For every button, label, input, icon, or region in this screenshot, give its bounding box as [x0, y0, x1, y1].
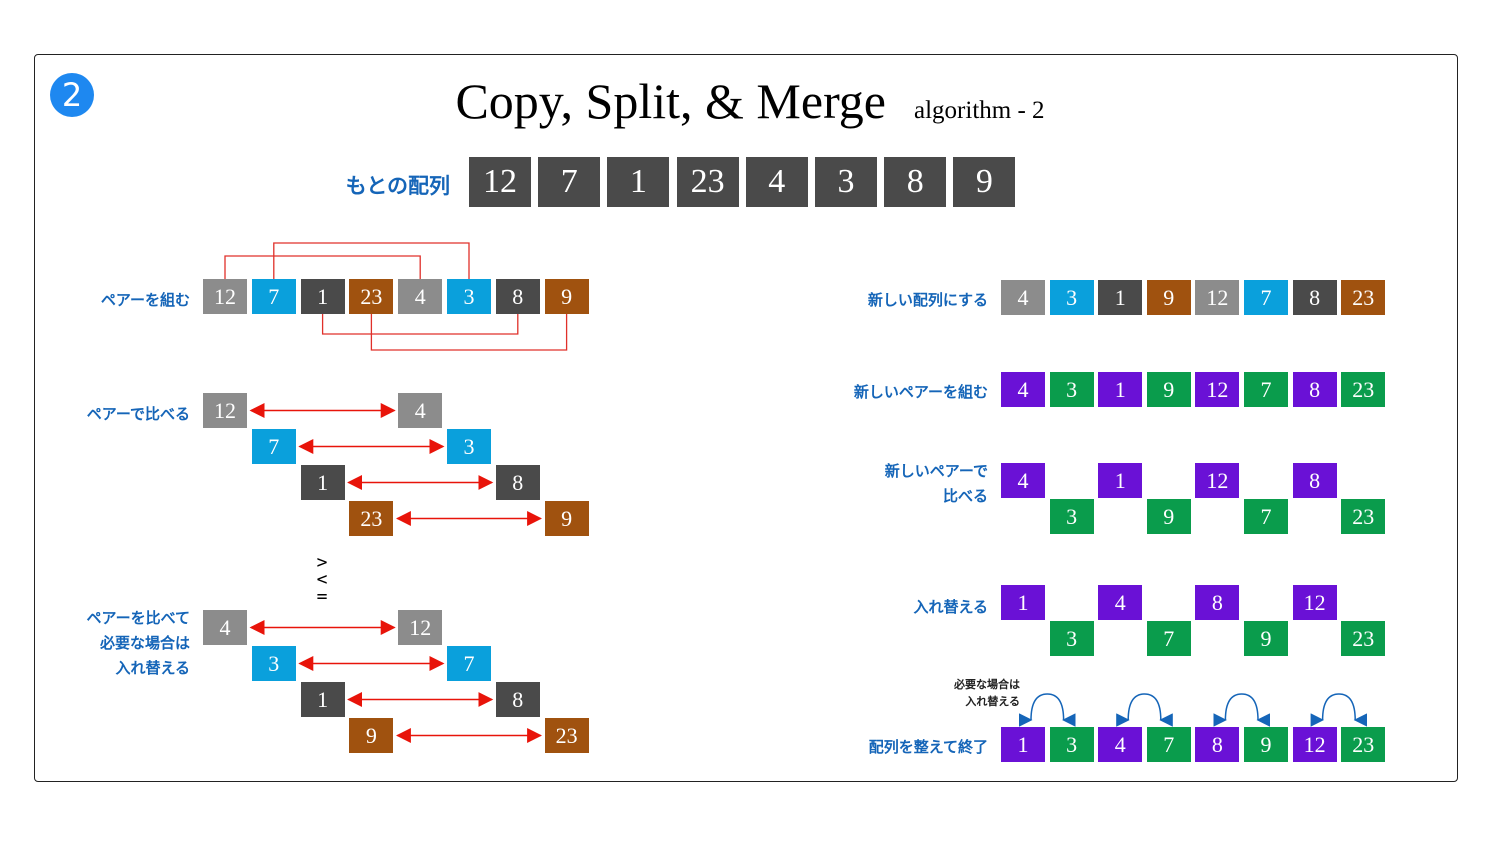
final-array-cell: 23 — [1341, 727, 1386, 762]
compare-left-cell: 7 — [251, 429, 296, 464]
new-pair-cell: 7 — [1244, 372, 1288, 407]
swap-curve-arrow — [1018, 693, 1076, 727]
new-pair-cell: 12 — [1195, 372, 1240, 407]
pair-array-cell: 1 — [300, 279, 345, 314]
swapped-cell: 9 — [1244, 621, 1288, 656]
compare-new-pair-cell: 8 — [1292, 463, 1337, 498]
pair-array-cell: 7 — [251, 279, 296, 314]
final-array-cell: 9 — [1244, 727, 1288, 762]
pair-array-cell: 12 — [203, 279, 247, 314]
label-swap-if-needed-note: 必要な場合は 入れ替える — [954, 678, 1020, 708]
label-new-array: 新しい配列にする — [867, 291, 988, 309]
new-pair-cell: 3 — [1049, 372, 1094, 407]
swap-left-cell: 4 — [203, 610, 247, 645]
compare-new-pair-cell: 1 — [1098, 463, 1143, 498]
label-compare-pairs: ペアーで比べる — [86, 405, 190, 423]
pair-array-cell: 8 — [495, 279, 540, 314]
compare-left-cell: 23 — [349, 501, 394, 536]
new-array-cell: 4 — [1001, 280, 1045, 315]
label-arrange-and-finish: 配列を整えて終了 — [868, 738, 988, 756]
swap-right-cell: 8 — [495, 682, 540, 717]
pair-connector-line — [273, 242, 470, 279]
swapped-cell: 23 — [1341, 621, 1386, 656]
final-array-cell: 1 — [1001, 727, 1045, 762]
new-pair-cell: 9 — [1146, 372, 1191, 407]
swapped-cell: 7 — [1146, 621, 1191, 656]
new-array-cell: 12 — [1195, 280, 1240, 315]
final-array-cell: 3 — [1049, 727, 1094, 762]
swap-right-cell: 7 — [447, 646, 491, 681]
new-array-cell: 8 — [1292, 280, 1337, 315]
page-subtitle: algorithm - 2 — [914, 97, 1045, 124]
new-pair-cell: 1 — [1098, 372, 1143, 407]
original-array-cell: 4 — [745, 157, 808, 207]
final-array-cell: 7 — [1146, 727, 1191, 762]
final-array-cell: 4 — [1098, 727, 1143, 762]
title-block: Copy, Split, & Merge algorithm - 2 — [0, 72, 1500, 130]
new-array-cell: 1 — [1098, 280, 1143, 315]
new-pair-cell: 8 — [1292, 372, 1337, 407]
swapped-cell: 3 — [1049, 621, 1094, 656]
compare-right-cell: 9 — [544, 501, 589, 536]
pair-connector-line — [224, 255, 421, 279]
compare-right-cell: 4 — [398, 393, 443, 428]
new-array-cell: 23 — [1341, 280, 1386, 315]
compare-new-pair-cell: 23 — [1341, 499, 1386, 534]
compare-new-pair-cell: 9 — [1146, 499, 1191, 534]
compare-left-cell: 12 — [203, 393, 247, 428]
original-array-cell: 1 — [607, 157, 670, 207]
pair-array-cell: 3 — [447, 279, 491, 314]
original-array-cell: 12 — [469, 157, 531, 207]
original-array-cell: 7 — [538, 157, 601, 207]
compare-new-pair-cell: 7 — [1244, 499, 1288, 534]
swap-curve-arrow — [1310, 693, 1368, 727]
swap-left-cell: 3 — [251, 646, 296, 681]
compare-new-pair-cell: 12 — [1195, 463, 1240, 498]
compare-new-pair-cell: 4 — [1001, 463, 1045, 498]
swapped-cell: 8 — [1195, 585, 1240, 620]
new-array-cell: 3 — [1049, 280, 1094, 315]
original-array-cell: 8 — [884, 157, 947, 207]
swap-right-cell: 23 — [544, 718, 589, 753]
step-number-badge: 2 — [50, 73, 94, 117]
pair-connector-line — [370, 314, 568, 351]
original-array-cell: 9 — [953, 157, 1016, 207]
final-array-cell: 8 — [1195, 727, 1240, 762]
swapped-cell: 1 — [1001, 585, 1045, 620]
compare-new-pair-cell: 3 — [1049, 499, 1094, 534]
label-swap: 入れ替える — [913, 598, 988, 616]
label-compare-new-pairs: 新しいペアーで 比べる — [884, 462, 988, 505]
page-title: Copy, Split, & Merge — [455, 73, 887, 129]
original-array-cell: 3 — [815, 157, 877, 207]
label-original-array: もとの配列 — [345, 174, 450, 198]
label-make-pairs: ペアーを組む — [100, 291, 190, 309]
swap-left-cell: 9 — [349, 718, 394, 753]
compare-right-cell: 8 — [495, 465, 540, 500]
pair-array-cell: 9 — [544, 279, 589, 314]
label-compare-and-swap: ペアーを比べて 必要な場合は 入れ替える — [86, 609, 190, 677]
new-pair-cell: 23 — [1341, 372, 1386, 407]
new-array-cell: 7 — [1244, 280, 1288, 315]
final-array-cell: 12 — [1292, 727, 1337, 762]
compare-right-cell: 3 — [447, 429, 491, 464]
pair-array-cell: 23 — [349, 279, 394, 314]
new-pair-cell: 4 — [1001, 372, 1045, 407]
original-array-cell: 23 — [676, 157, 739, 207]
swap-right-cell: 12 — [398, 610, 443, 645]
swap-left-cell: 1 — [300, 682, 345, 717]
new-array-cell: 9 — [1146, 280, 1191, 315]
swapped-cell: 12 — [1292, 585, 1337, 620]
swap-curve-arrow — [1213, 693, 1271, 727]
swap-curve-arrow — [1116, 693, 1173, 727]
pair-array-cell: 4 — [398, 279, 443, 314]
comparison-operators: > < = — [316, 552, 328, 607]
swapped-cell: 4 — [1098, 585, 1143, 620]
pair-connector-line — [321, 314, 519, 335]
label-new-pairs: 新しいペアーを組む — [853, 383, 988, 401]
diagram-frame — [34, 54, 1458, 782]
compare-left-cell: 1 — [300, 465, 345, 500]
